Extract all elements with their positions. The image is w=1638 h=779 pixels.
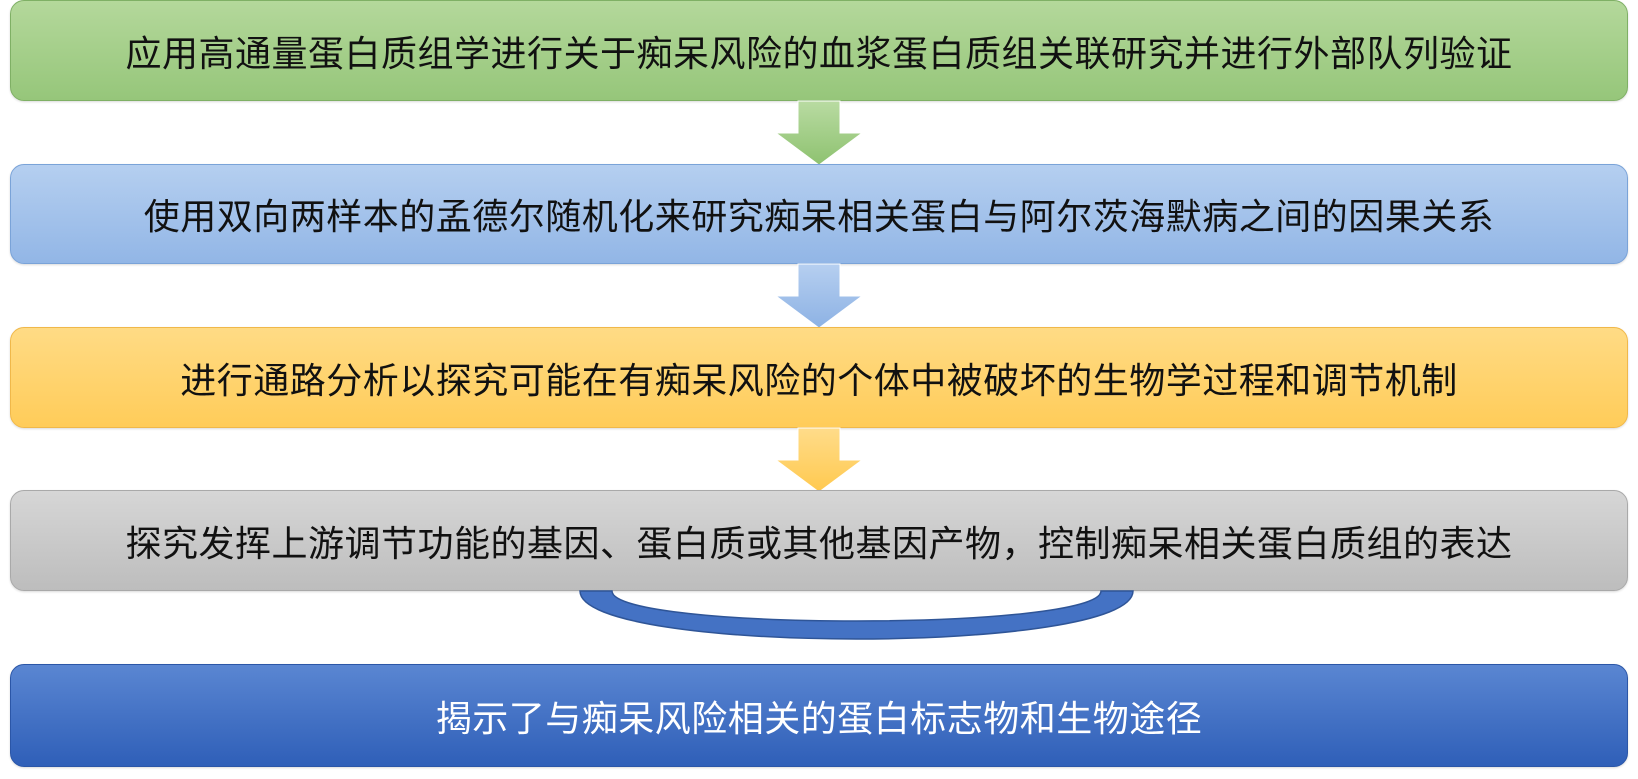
down-arrow-2 xyxy=(774,263,864,329)
step-5-box: 揭示了与痴呆风险相关的蛋白标志物和生物途径 xyxy=(10,664,1628,767)
step-2-box: 使用双向两样本的孟德尔随机化来研究痴呆相关蛋白与阿尔茨海默病之间的因果关系 xyxy=(10,164,1628,264)
step-1-box: 应用高通量蛋白质组学进行关于痴呆风险的血浆蛋白质组关联研究并进行外部队列验证 xyxy=(10,0,1628,101)
step-3-label: 进行通路分析以探究可能在有痴呆风险的个体中被破坏的生物学过程和调节机制 xyxy=(180,360,1458,402)
step-1-label: 应用高通量蛋白质组学进行关于痴呆风险的血浆蛋白质组关联研究并进行外部队列验证 xyxy=(125,33,1513,75)
step-4-label: 探究发挥上游调节功能的基因、蛋白质或其他基因产物，控制痴呆相关蛋白质组的表达 xyxy=(125,523,1513,565)
step-3-box: 进行通路分析以探究可能在有痴呆风险的个体中被破坏的生物学过程和调节机制 xyxy=(10,327,1628,428)
step-2-label: 使用双向两样本的孟德尔随机化来研究痴呆相关蛋白与阿尔茨海默病之间的因果关系 xyxy=(143,197,1495,238)
down-arrow-3 xyxy=(774,427,864,493)
step-4-box: 探究发挥上游调节功能的基因、蛋白质或其他基因产物，控制痴呆相关蛋白质组的表达 xyxy=(10,490,1628,591)
down-arrow-1 xyxy=(774,100,864,166)
step-5-label: 揭示了与痴呆风险相关的蛋白标志物和生物途径 xyxy=(435,698,1203,740)
